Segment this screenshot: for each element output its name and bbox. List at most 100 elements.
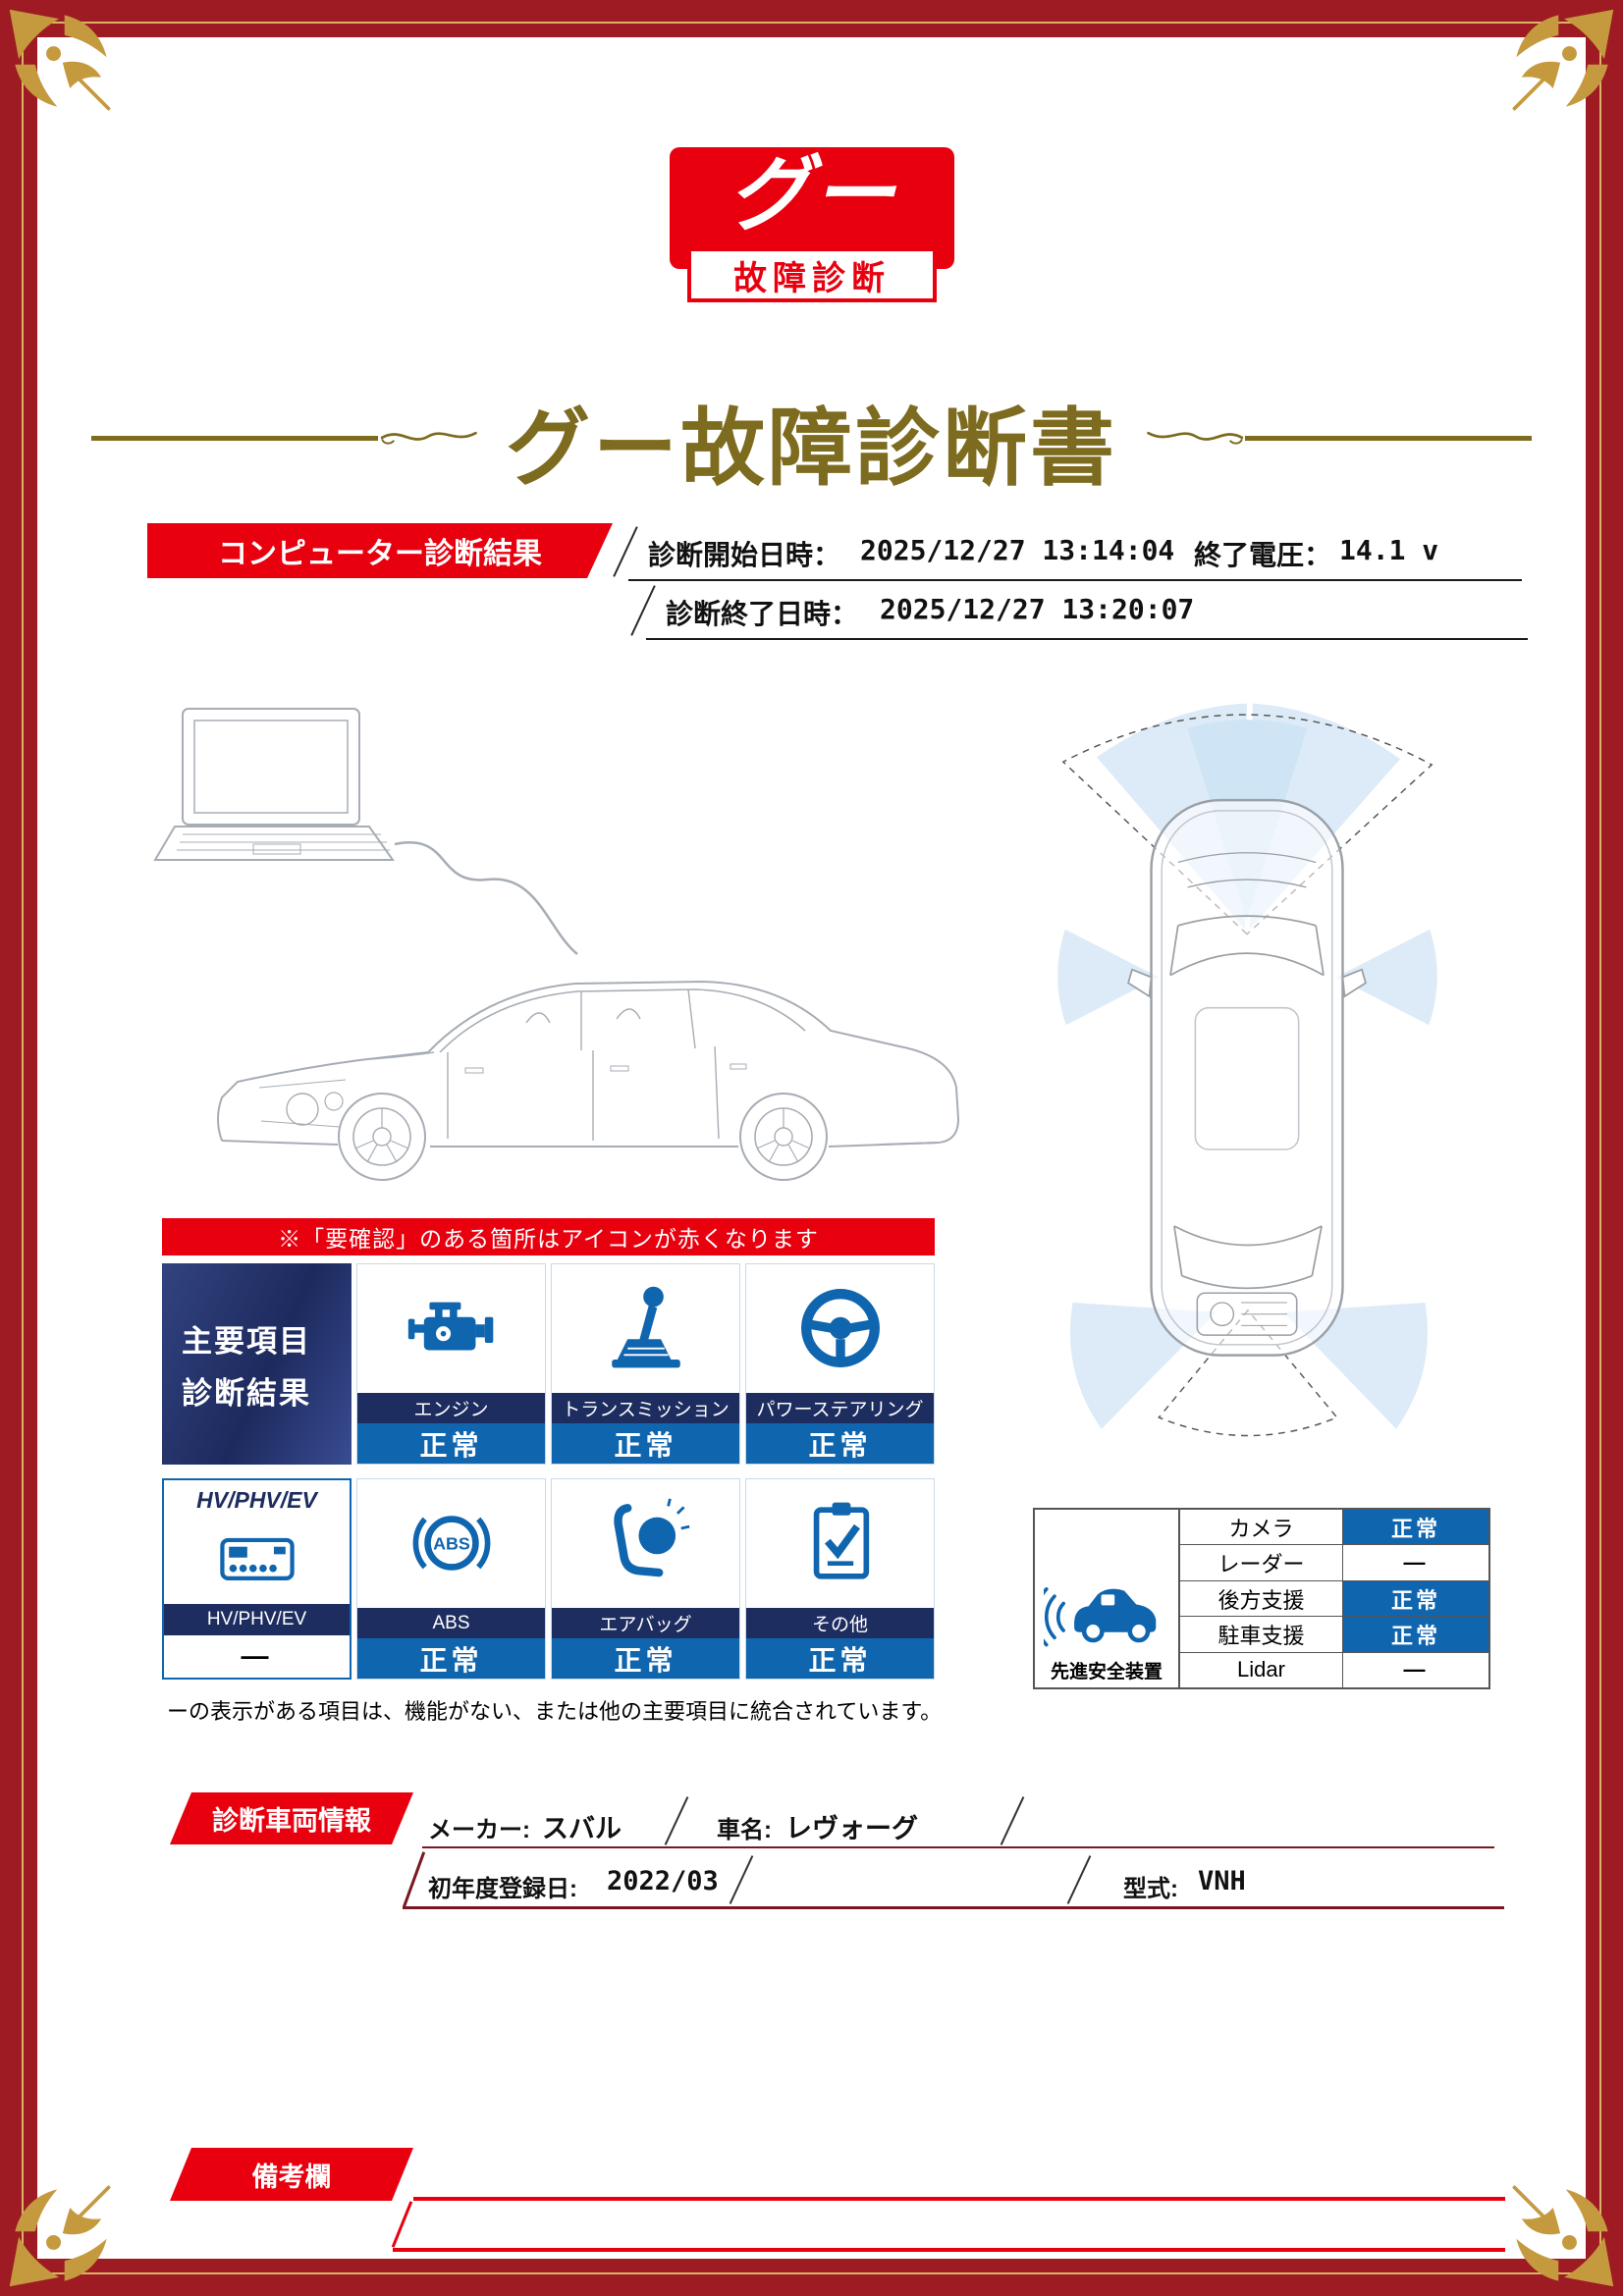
safety-status: ― (1343, 1652, 1488, 1688)
first-registration-value: 2022/03 (607, 1866, 719, 1896)
remarks-line (413, 2197, 1505, 2201)
item-label: エアバッグ (552, 1607, 739, 1639)
divider-slash (630, 585, 656, 636)
safety-row: カメラ正常 (1180, 1510, 1488, 1546)
corner-flourish-icon (1512, 9, 1614, 111)
section-banner-vehicle-info: 診断車両情報 (170, 1792, 413, 1844)
diagnostic-item-engine: エンジン 正常 (356, 1263, 546, 1465)
diagnosis-start-label: 診断開始日時： (648, 540, 841, 570)
section-banner-remarks: 備考欄 (170, 2148, 413, 2201)
safety-row: Lidar― (1180, 1652, 1488, 1688)
section-banner-computer-diagnosis: コンピューター診断結果 (147, 523, 613, 578)
safety-row: 後方支援正常 (1180, 1580, 1488, 1618)
item-label: エンジン (357, 1392, 545, 1424)
airbag-icon (613, 1498, 689, 1577)
maker-value: スバル (542, 1814, 622, 1843)
title-flourish-icon (380, 431, 477, 445)
hv-heading: HV/PHV/EV (196, 1486, 317, 1513)
abs-icon: ABS (412, 1516, 490, 1572)
safety-car-icon (1044, 1587, 1157, 1647)
goo-logo-text: グー (727, 148, 896, 240)
item-status: 正常 (552, 1423, 739, 1464)
safety-name: Lidar (1180, 1652, 1343, 1688)
engine-icon (407, 1303, 493, 1351)
report-paper: グー 故障診断 グー故障診断書 コンピューター診断結果 診断開始日時： 2025… (37, 37, 1586, 2259)
divider-line (422, 1846, 1494, 1848)
model-code-value: VNH (1198, 1866, 1246, 1896)
diagnostic-item-abs: ABS ABS 正常 (356, 1478, 546, 1680)
main-results-header-line1: 主要項目 (182, 1323, 311, 1359)
diagnosis-end-value: 2025/12/27 13:20:07 (880, 593, 1195, 625)
safety-row: 駐車支援正常 (1180, 1617, 1488, 1653)
icon-area: ABS (357, 1479, 545, 1608)
dash-footnote: ーの表示がある項目は、機能がない、または他の主要項目に統合されています。 (167, 1699, 943, 1724)
diagnosis-end-label: 診断終了日時： (666, 599, 859, 629)
item-status: ― (164, 1635, 350, 1676)
page-title: グー故障診断書 (506, 401, 1117, 496)
divider-line (646, 638, 1528, 640)
divider-line (403, 1906, 1504, 1909)
item-label: その他 (746, 1607, 934, 1639)
car-name-value: レヴォーグ (785, 1814, 918, 1843)
item-label: トランスミッション (552, 1392, 739, 1424)
item-label: パワーステアリング (746, 1392, 934, 1424)
icon-area (357, 1264, 545, 1393)
car-name-label: 車名: (717, 1817, 772, 1843)
divider-line (628, 579, 1522, 581)
model-code-label: 型式: (1123, 1876, 1178, 1902)
safety-name: 後方支援 (1180, 1580, 1343, 1617)
remarks-slash (391, 2201, 413, 2248)
advanced-safety-panel: 先進安全装置 カメラ正常 レーダー― 後方支援正常 駐車支援正常 Lidar― (1033, 1508, 1490, 1689)
safety-status: 正常 (1343, 1510, 1488, 1545)
main-results-header: 主要項目 診断結果 (162, 1263, 352, 1465)
advanced-safety-table: カメラ正常 レーダー― 後方支援正常 駐車支援正常 Lidar― (1180, 1508, 1490, 1689)
divider-slash (1066, 1855, 1092, 1904)
remarks-line (393, 2248, 1505, 2252)
corner-flourish-icon (1512, 2185, 1614, 2287)
safety-status: 正常 (1343, 1580, 1488, 1617)
diagnostic-item-transmission: トランスミッション 正常 (551, 1263, 740, 1465)
icon-area (164, 1514, 350, 1604)
main-results-grid: 主要項目 診断結果 エンジン 正常 トランスミッション 正常 (162, 1263, 935, 1680)
safety-status: 正常 (1343, 1617, 1488, 1652)
title-rule-left (91, 436, 378, 441)
item-label: HV/PHV/EV (164, 1604, 350, 1635)
divider-slash (1000, 1796, 1025, 1845)
item-status: 正常 (552, 1638, 739, 1679)
abs-icon-text: ABS (433, 1534, 470, 1554)
safety-name: レーダー (1180, 1545, 1343, 1580)
corner-flourish-icon (9, 2185, 111, 2287)
advanced-safety-icon-cell: 先進安全装置 (1033, 1508, 1180, 1689)
icon-area (552, 1264, 739, 1393)
hv-battery-icon (219, 1537, 295, 1581)
title-flourish-icon (1147, 431, 1244, 445)
first-registration-label: 初年度登録日: (428, 1876, 577, 1902)
safety-status: ― (1343, 1545, 1488, 1580)
clipboard-icon (813, 1502, 869, 1580)
icon-area (746, 1479, 934, 1608)
diagnostic-item-hv-phv-ev: HV/PHV/EV HV/PHV/EV ― (162, 1478, 352, 1680)
maker-label: メーカー: (428, 1817, 530, 1843)
safety-row: レーダー― (1180, 1545, 1488, 1581)
safety-name: カメラ (1180, 1510, 1343, 1545)
corner-flourish-icon (9, 9, 111, 111)
icon-area (746, 1264, 934, 1393)
divider-slash (664, 1796, 689, 1845)
item-status: 正常 (357, 1638, 545, 1679)
safety-name: 駐車支援 (1180, 1617, 1343, 1652)
icon-area (552, 1479, 739, 1608)
title-rule-right (1245, 436, 1532, 441)
diagnostic-item-power-steering: パワーステアリング 正常 (745, 1263, 935, 1465)
end-voltage-value: 14.1 v (1339, 534, 1439, 566)
item-label: ABS (357, 1607, 545, 1639)
diagnosis-start-value: 2025/12/27 13:14:04 (860, 534, 1175, 566)
goo-logo-badge: 故障診断 (687, 247, 937, 302)
item-status: 正常 (746, 1423, 934, 1464)
item-status: 正常 (357, 1423, 545, 1464)
end-voltage-label: 終了電圧： (1194, 540, 1332, 570)
advanced-safety-label: 先進安全装置 (1050, 1662, 1163, 1682)
sensor-coverage-illustration (1057, 703, 1437, 1437)
transmission-icon (611, 1287, 680, 1368)
steering-wheel-icon (800, 1289, 880, 1368)
